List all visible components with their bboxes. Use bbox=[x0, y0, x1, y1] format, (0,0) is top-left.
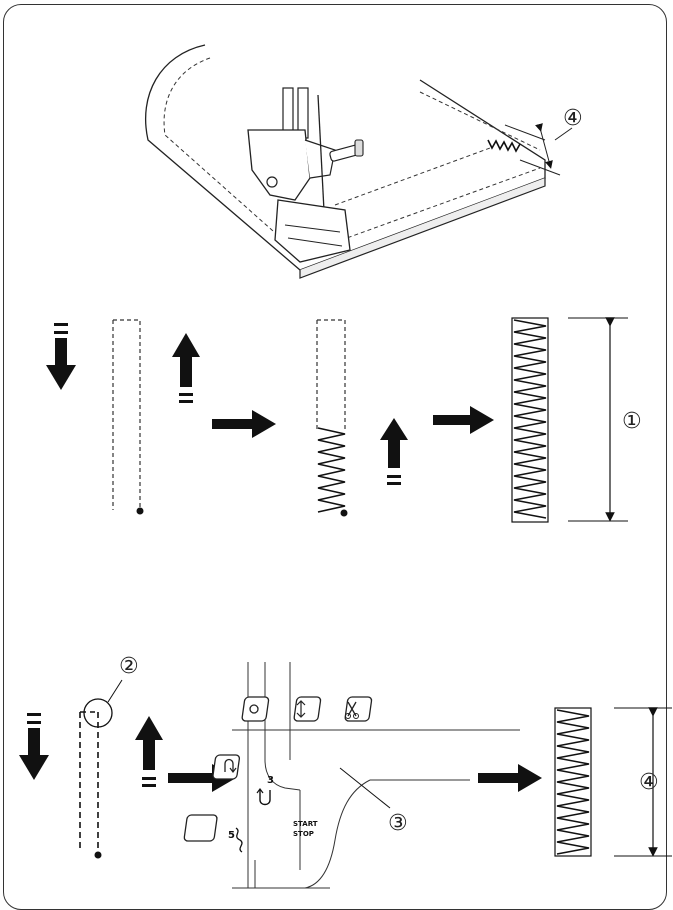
up-arrow-icon bbox=[172, 333, 200, 403]
needle-position-button[interactable] bbox=[241, 696, 270, 722]
thread-cutter-button[interactable] bbox=[344, 696, 373, 722]
zigzag-full bbox=[513, 319, 547, 519]
start-stop-label-1: START bbox=[293, 820, 318, 828]
callout-3: ③ bbox=[388, 811, 408, 836]
start-stop-button[interactable]: START STOP bbox=[183, 814, 318, 842]
start-point-circle bbox=[83, 698, 113, 728]
needle-point-1 bbox=[136, 507, 144, 515]
thread-lever-icon: 5 bbox=[228, 827, 243, 853]
buttonhole-lever-icon: 3 bbox=[256, 775, 274, 806]
callout-2: ② bbox=[119, 654, 139, 679]
start-stop-label-2: STOP bbox=[293, 830, 314, 838]
right-arrow-icon bbox=[212, 410, 276, 438]
callout-1: ① bbox=[622, 409, 642, 434]
fabric-illustration bbox=[144, 44, 573, 279]
right-arrow-icon bbox=[433, 406, 494, 434]
callout-4-bottom: ④ bbox=[639, 770, 659, 795]
callout-4-top: ④ bbox=[563, 106, 583, 131]
presser-foot-button[interactable] bbox=[293, 696, 322, 722]
sequence-row-2: START STOP 3 5 bbox=[19, 662, 672, 889]
lever-num-5: 5 bbox=[228, 830, 235, 841]
sequence-row-1 bbox=[46, 317, 628, 523]
presser-foot bbox=[247, 87, 364, 263]
up-arrow-icon bbox=[135, 716, 163, 787]
control-panel: START STOP 3 5 bbox=[183, 662, 520, 889]
up-arrow-icon bbox=[380, 418, 408, 485]
lever-num-3: 3 bbox=[267, 775, 274, 786]
needle-point-2 bbox=[340, 509, 348, 517]
right-arrow-icon bbox=[478, 764, 542, 792]
zigzag-short bbox=[556, 709, 590, 855]
needle-point-3 bbox=[94, 851, 102, 859]
zigzag-partial bbox=[317, 427, 346, 513]
down-arrow-icon bbox=[46, 323, 76, 390]
reverse-button[interactable] bbox=[212, 754, 241, 780]
down-arrow-icon bbox=[19, 713, 49, 780]
